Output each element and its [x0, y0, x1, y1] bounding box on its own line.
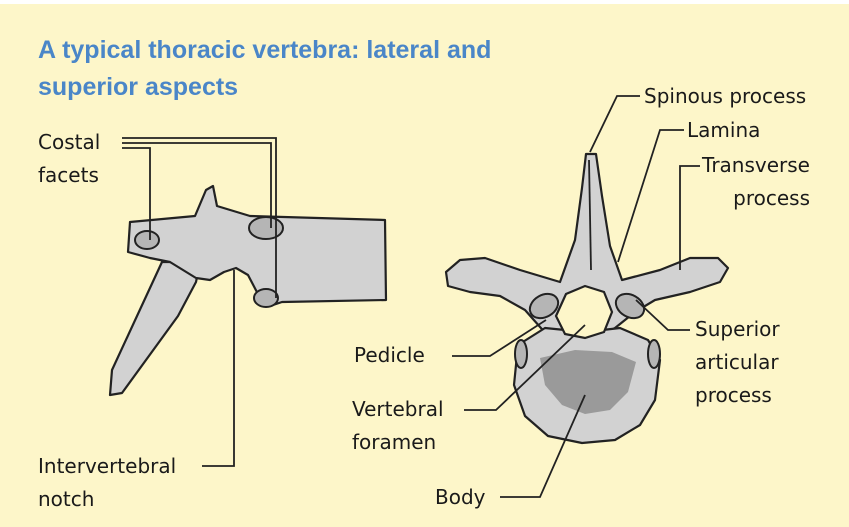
superior-articular-process-label-line2: articular	[695, 346, 780, 379]
vertebral-foramen-label-line2: foramen	[352, 426, 444, 459]
transverse-process-leader	[680, 166, 700, 270]
superior-articular-process-label-line3: process	[695, 379, 780, 412]
lateral-view	[110, 138, 386, 466]
superior-view	[446, 96, 728, 497]
costal-facets-label-line1: Costal	[38, 126, 100, 159]
lamina-leader	[618, 130, 684, 262]
body-costal-facet-right	[648, 340, 660, 368]
body-costal-facet-left	[515, 340, 527, 368]
costal-facets-label: Costal facets	[38, 126, 100, 192]
spinous-process-leader	[590, 96, 640, 152]
lateral-costal-facet-left	[135, 231, 159, 249]
lateral-costal-facet-top	[249, 217, 283, 239]
transverse-process-label-line2: process	[702, 182, 810, 215]
superior-articular-process-label-line1: Superior	[695, 313, 780, 346]
pedicle-label: Pedicle	[354, 339, 425, 372]
lamina-label: Lamina	[687, 114, 760, 147]
intervertebral-notch-label-line2: notch	[38, 483, 176, 516]
superior-articular-process-label: Superior articular process	[695, 313, 780, 412]
intervertebral-notch-label-line1: Intervertebral	[38, 450, 176, 483]
transverse-process-label-line1: Transverse	[702, 149, 810, 182]
intervertebral-notch-leader	[202, 270, 234, 466]
spinous-process-label: Spinous process	[644, 80, 806, 113]
body-label: Body	[435, 481, 486, 514]
vertebral-foramen-label: Vertebral foramen	[352, 393, 444, 459]
lateral-costal-facet-bottom	[254, 289, 278, 307]
vertebral-foramen-label-line1: Vertebral	[352, 393, 444, 426]
lateral-spinous-process	[110, 262, 200, 395]
transverse-process-label: Transverse process	[702, 149, 810, 215]
intervertebral-notch-label: Intervertebral notch	[38, 450, 176, 516]
costal-facets-label-line2: facets	[38, 159, 100, 192]
